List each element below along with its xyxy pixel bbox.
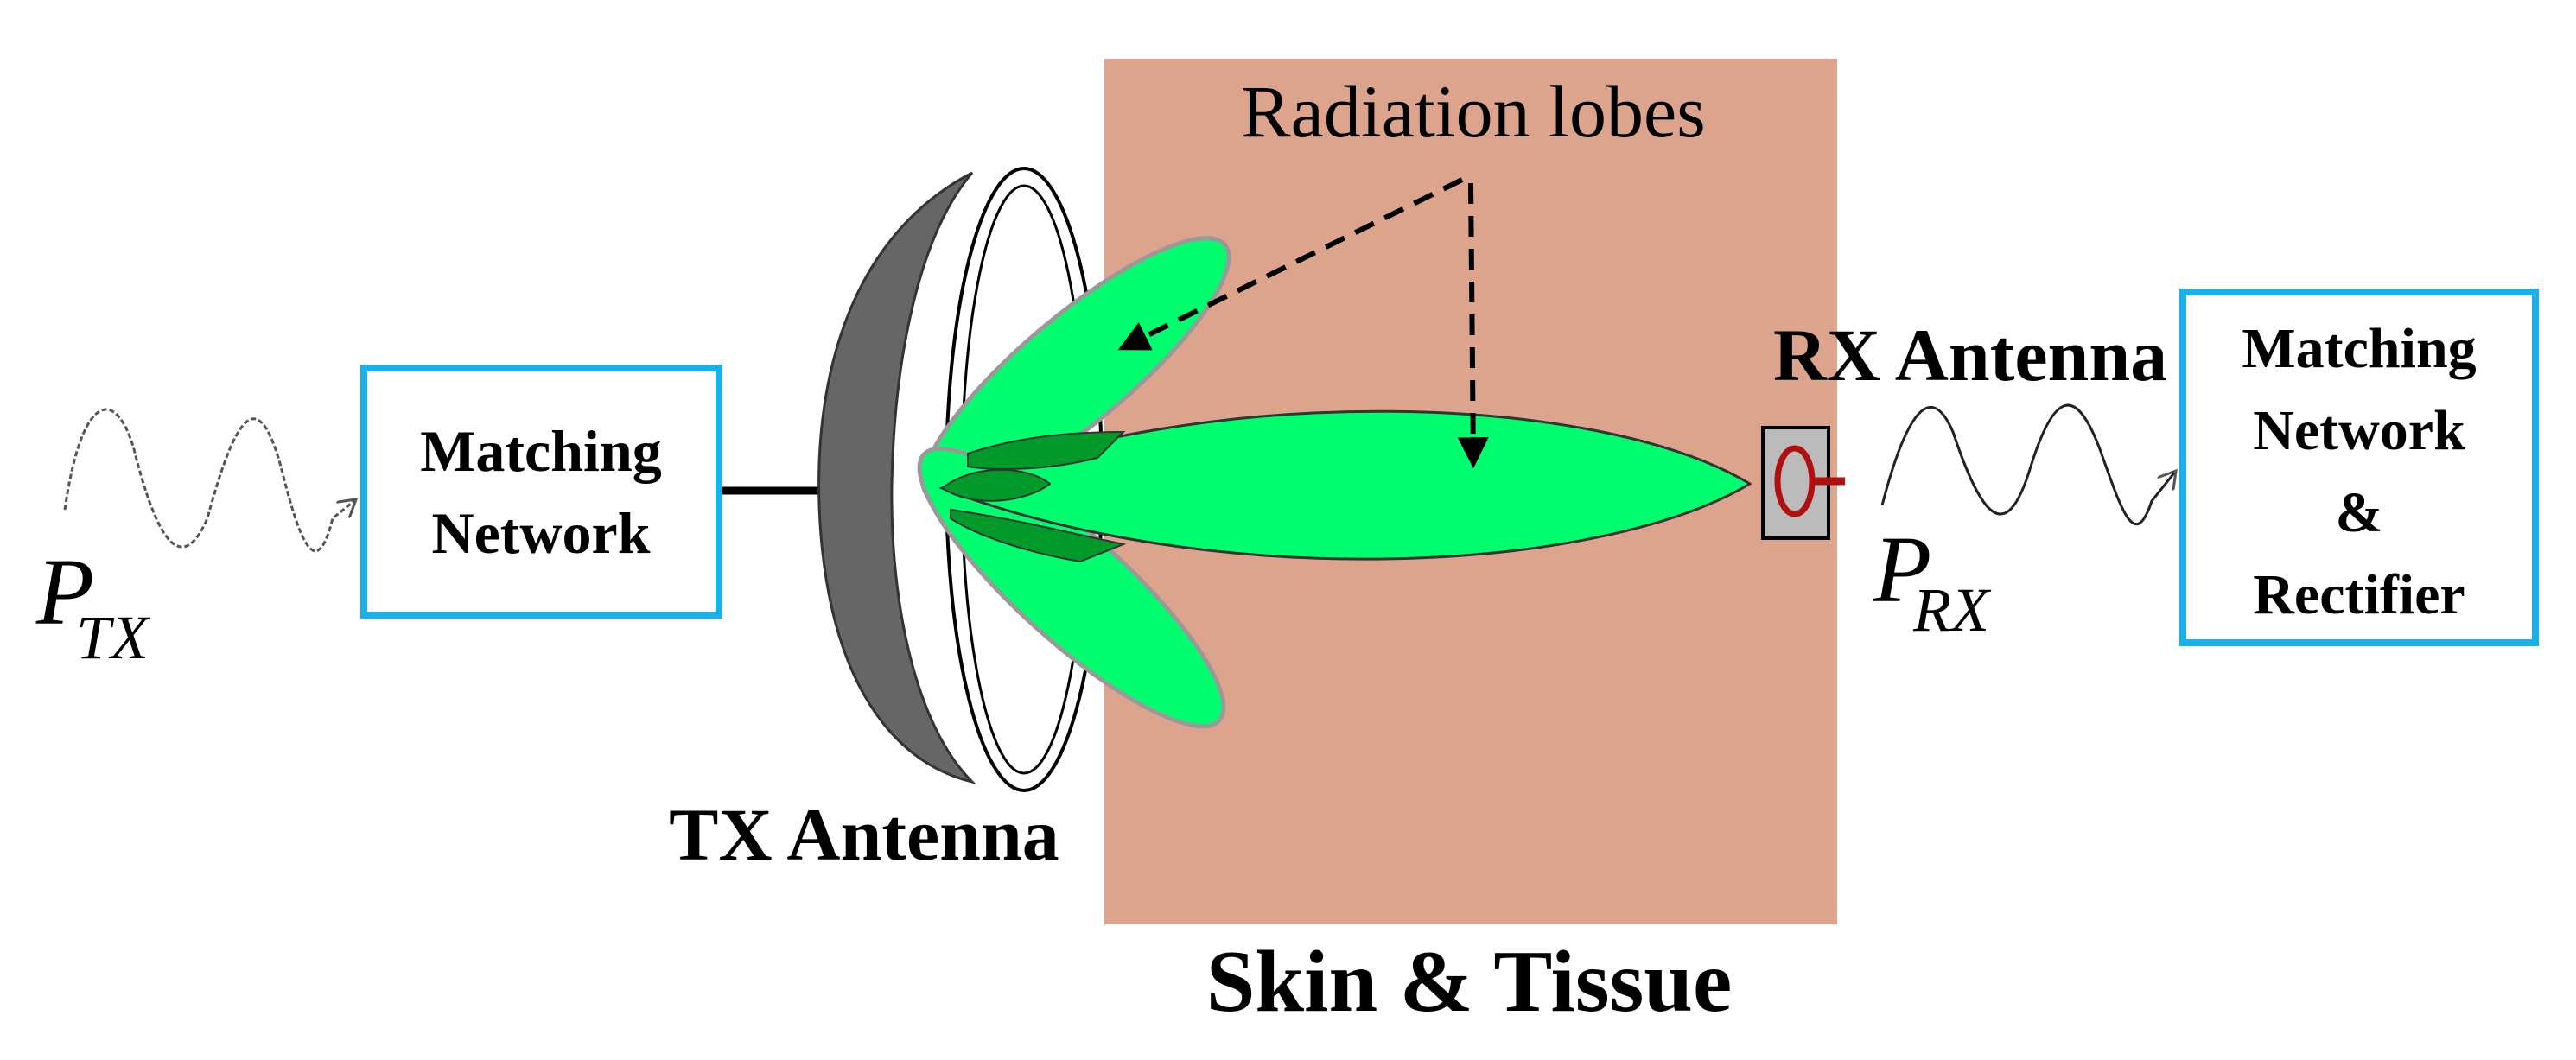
p-rx-subscript: RX xyxy=(1912,575,1992,644)
rx-antenna-label: RX Antenna xyxy=(1773,314,2167,397)
right-matching-network-box xyxy=(2179,289,2539,646)
rx-signal-wave xyxy=(1880,403,2176,526)
right-box-line2: Network xyxy=(2253,399,2465,462)
skin-tissue-label: Skin & Tissue xyxy=(1206,933,1733,1031)
left-box-line1: Matching xyxy=(420,418,662,484)
p-tx-main: P xyxy=(35,539,94,644)
tx-signal-wave xyxy=(63,408,356,553)
radiation-lobes-pointers xyxy=(1117,177,1489,469)
radiation-lobes-label: Radiation lobes xyxy=(1241,70,1705,153)
p-tx-label: P TX xyxy=(35,539,151,672)
p-rx-label: P RX xyxy=(1873,517,1992,644)
left-box-line2: Network xyxy=(431,500,650,566)
lobe-overlap-top xyxy=(967,430,1126,470)
main-lobe xyxy=(938,409,1752,561)
lobe-overlap-bottom xyxy=(950,508,1127,563)
right-box-line4: Rectifier xyxy=(2253,563,2465,626)
left-matching-network-box xyxy=(360,365,722,619)
right-box-line3: & xyxy=(2336,481,2383,544)
p-tx-subscript: TX xyxy=(76,603,151,672)
radiation-lobes xyxy=(917,236,1752,729)
right-box-line1: Matching xyxy=(2242,317,2476,380)
tx-antenna-label: TX Antenna xyxy=(669,793,1059,876)
p-rx-main: P xyxy=(1873,517,1931,622)
rx-antenna xyxy=(1761,426,1845,540)
lobe-overlap-center xyxy=(940,468,1052,502)
